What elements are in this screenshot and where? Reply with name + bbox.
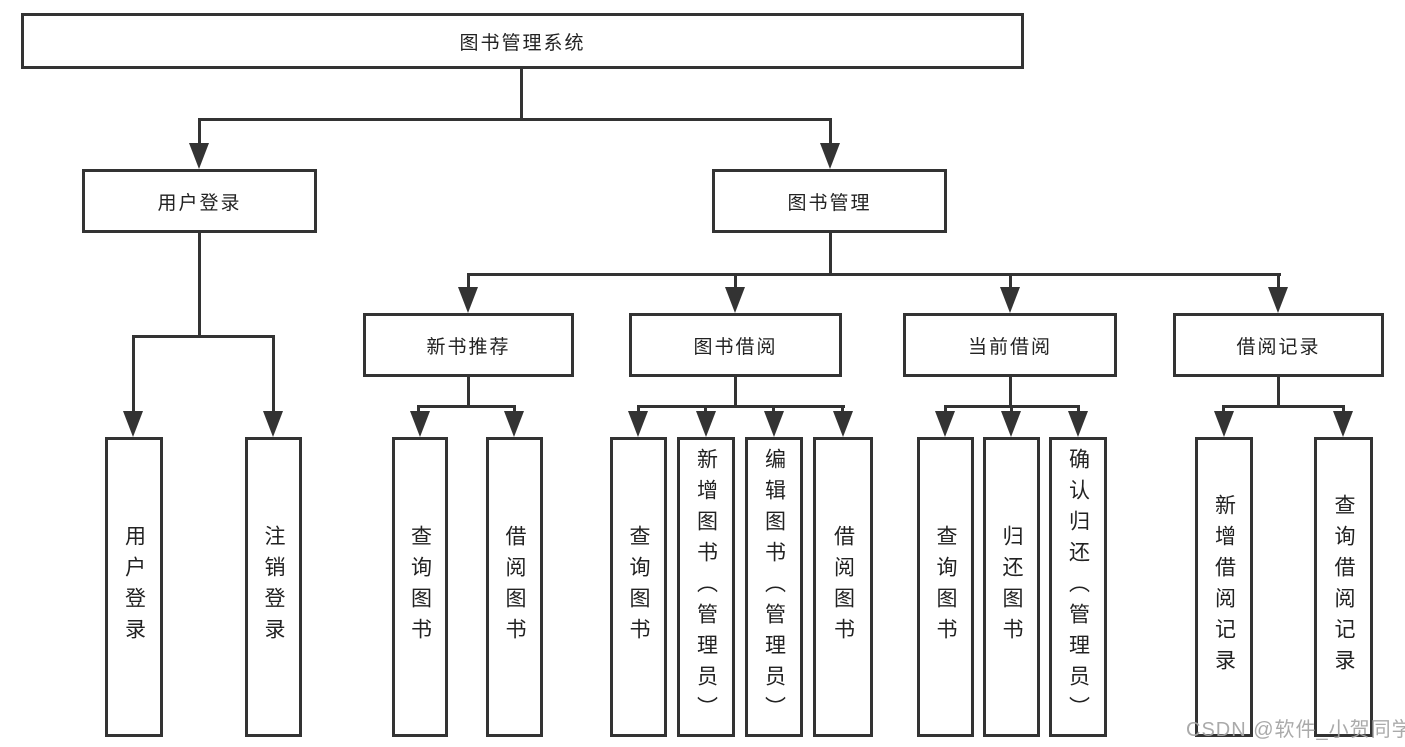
arrow-down-icon	[696, 411, 716, 437]
connector-stem	[734, 375, 737, 408]
leaf-label: 查询图书	[408, 525, 432, 649]
leaf-return-books: 归还图书	[983, 437, 1040, 737]
connector-stem	[1009, 273, 1012, 290]
leaf-label: 新增图书（管理员）	[694, 447, 718, 727]
connector-stem	[1342, 405, 1345, 414]
arrow-down-icon	[820, 143, 840, 169]
connector-stem	[272, 335, 275, 413]
connector-stem	[734, 273, 737, 290]
connector-stem	[1010, 405, 1013, 414]
arrow-down-icon	[1268, 287, 1288, 313]
leaf-query-books-borrow: 查询图书	[610, 437, 667, 737]
leaf-label: 注销登录	[262, 525, 285, 649]
leaf-user-login: 用户登录	[105, 437, 163, 737]
arrow-down-icon	[1333, 411, 1353, 437]
leaf-label: 查询图书	[934, 525, 957, 649]
arrow-down-icon	[764, 411, 784, 437]
node-borrowing-records: 借阅记录	[1173, 313, 1384, 377]
leaf-label: 查询图书	[627, 525, 650, 649]
connector-stem	[1222, 405, 1225, 414]
node-new-book-recommend: 新书推荐	[363, 313, 574, 377]
node-label: 当前借阅	[967, 336, 1052, 358]
connector-stem	[944, 405, 947, 414]
node-root-label: 图书管理系统	[459, 32, 586, 54]
connector-horizontal	[417, 405, 516, 408]
node-book-borrowing: 图书借阅	[629, 313, 842, 377]
arrow-down-icon	[628, 411, 648, 437]
connector-stem	[704, 405, 707, 414]
connector-stem-book-mgmt	[829, 118, 832, 146]
connector-stem	[772, 405, 775, 414]
connector-stem	[1277, 375, 1280, 408]
connector-stem	[417, 405, 420, 414]
leaf-add-books-admin: 新增图书（管理员）	[677, 437, 735, 737]
connector-stem-user-login	[198, 118, 201, 146]
leaf-add-borrow-record: 新增借阅记录	[1195, 437, 1253, 737]
connector-stem	[1277, 273, 1280, 290]
leaf-borrow-books: 借阅图书	[813, 437, 873, 737]
arrow-down-icon	[935, 411, 955, 437]
leaf-label: 确认归还（管理员）	[1066, 447, 1090, 727]
connector-level2-horizontal	[198, 118, 832, 121]
arrow-down-icon	[410, 411, 430, 437]
arrow-down-icon	[458, 287, 478, 313]
connector-level3-horizontal	[467, 273, 1281, 276]
leaf-query-books-recommend: 查询图书	[392, 437, 448, 737]
node-label: 用户登录	[157, 192, 242, 214]
leaf-label: 新增借阅记录	[1212, 494, 1236, 680]
arrow-down-icon	[263, 411, 283, 437]
arrow-down-icon	[504, 411, 524, 437]
node-label: 借阅记录	[1236, 336, 1321, 358]
connector-user-login-horizontal	[132, 335, 275, 338]
arrow-down-icon	[1000, 287, 1020, 313]
csdn-watermark: CSDN @软件_小贺同学	[1186, 719, 1405, 741]
connector-stem	[841, 405, 844, 414]
connector-horizontal	[637, 405, 845, 408]
leaf-query-borrow-record: 查询借阅记录	[1314, 437, 1373, 737]
connector-user-login-stem	[198, 231, 201, 338]
leaf-label: 用户登录	[122, 525, 146, 649]
node-root: 图书管理系统	[21, 13, 1024, 69]
leaf-confirm-return-admin: 确认归还（管理员）	[1049, 437, 1107, 737]
arrow-down-icon	[725, 287, 745, 313]
node-label: 新书推荐	[426, 336, 511, 358]
arrow-down-icon	[1001, 411, 1021, 437]
connector-stem	[637, 405, 640, 414]
connector-stem	[467, 375, 470, 408]
arrow-down-icon	[1068, 411, 1088, 437]
node-current-borrowing: 当前借阅	[903, 313, 1117, 377]
node-label: 图书借阅	[693, 336, 778, 358]
arrow-down-icon	[1214, 411, 1234, 437]
leaf-label: 借阅图书	[503, 525, 526, 649]
arrow-down-icon	[833, 411, 853, 437]
leaf-query-books-current: 查询图书	[917, 437, 974, 737]
connector-stem	[467, 273, 470, 290]
node-user-login-branch: 用户登录	[82, 169, 317, 233]
node-label: 图书管理	[787, 192, 872, 214]
leaf-logout: 注销登录	[245, 437, 302, 737]
connector-horizontal	[1222, 405, 1345, 408]
connector-stem	[1009, 375, 1012, 408]
arrow-down-icon	[123, 411, 143, 437]
leaf-label: 编辑图书（管理员）	[762, 447, 786, 727]
connector-root-stem	[520, 67, 523, 121]
connector-book-mgmt-stem	[829, 231, 832, 276]
leaf-label: 借阅图书	[831, 525, 855, 649]
leaf-label: 归还图书	[1000, 525, 1023, 649]
leaf-edit-books-admin: 编辑图书（管理员）	[745, 437, 803, 737]
connector-stem	[1077, 405, 1080, 414]
arrow-down-icon	[189, 143, 209, 169]
leaf-label: 查询借阅记录	[1332, 494, 1355, 680]
connector-stem	[513, 405, 516, 414]
node-book-management: 图书管理	[712, 169, 947, 233]
connector-stem	[132, 335, 135, 413]
leaf-borrow-books-recommend: 借阅图书	[486, 437, 543, 737]
